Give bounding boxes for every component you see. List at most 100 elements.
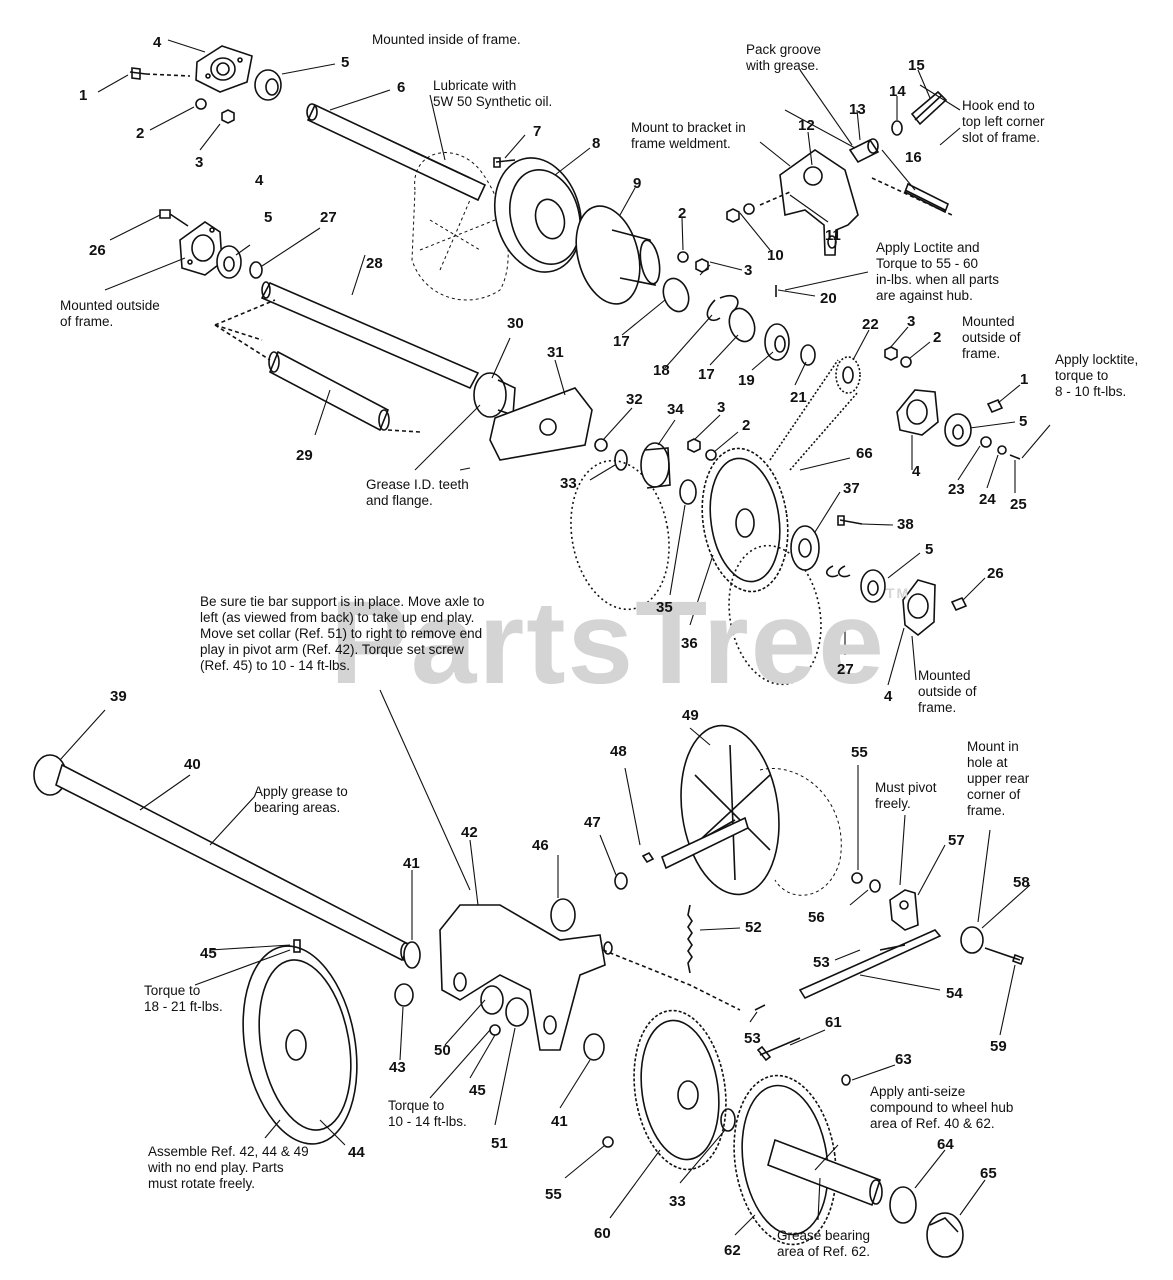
callout-43: 43 — [389, 1059, 406, 1076]
callout-59: 59 — [990, 1038, 1007, 1055]
callout-5: 5 — [341, 54, 350, 71]
bearing-flange-lower — [902, 579, 936, 637]
callout-50: 50 — [434, 1042, 451, 1059]
bushing-43 — [394, 983, 414, 1007]
callout-65: 65 — [980, 1165, 997, 1182]
washer-50 — [480, 985, 504, 1015]
bearing-5c — [944, 413, 972, 447]
callout-23: 23 — [948, 481, 965, 498]
callout-40: 40 — [184, 756, 201, 773]
callout-56: 56 — [808, 909, 825, 926]
washer-2d — [705, 449, 717, 461]
callout-5d: 5 — [925, 541, 934, 558]
watermark: PartsTreeTM — [330, 575, 910, 711]
callout-8: 8 — [592, 135, 601, 152]
callout-29: 29 — [296, 447, 313, 464]
callout-6: 6 — [397, 79, 406, 96]
washer-23 — [980, 436, 992, 448]
callout-46: 46 — [532, 837, 549, 854]
note-mounted-inside: Mounted inside of frame. — [372, 32, 521, 47]
callout-31: 31 — [547, 344, 564, 361]
callout-21: 21 — [790, 389, 807, 406]
callout-30: 30 — [507, 315, 524, 332]
bearing-5b — [216, 245, 242, 279]
nut-3c — [884, 346, 898, 361]
nut-3b — [695, 258, 709, 273]
rod-54 — [798, 929, 942, 1000]
callout-44: 44 — [348, 1144, 365, 1161]
callout-36: 36 — [681, 635, 698, 652]
nut-10 — [726, 208, 740, 223]
callout-48: 48 — [610, 743, 627, 760]
key-48 — [641, 851, 655, 864]
bearing-flange-left — [179, 221, 223, 276]
pinion-34 — [640, 442, 671, 489]
callout-60: 60 — [594, 1225, 611, 1242]
bearing-5d — [860, 569, 886, 603]
washer-2b — [677, 251, 689, 263]
spring-52 — [687, 904, 693, 974]
callout-57: 57 — [948, 832, 965, 849]
washer-2c — [900, 356, 912, 368]
collar-51 — [505, 997, 529, 1027]
callout-15: 15 — [908, 57, 925, 74]
washer-33a — [614, 449, 628, 471]
ring-32 — [594, 438, 608, 452]
callout-5b: 5 — [264, 209, 273, 226]
callout-4d: 4 — [884, 688, 893, 705]
washer-47 — [614, 872, 628, 890]
shaft-28 — [260, 281, 480, 390]
bushing-41a — [403, 941, 421, 969]
callout-1: 1 — [79, 87, 88, 104]
spacer-35 — [679, 479, 697, 505]
callout-25: 25 — [1010, 496, 1027, 513]
callout-3: 3 — [195, 154, 204, 171]
callout-18: 18 — [653, 362, 670, 379]
setscrew-45b — [489, 1024, 501, 1036]
callout-53: 53 — [813, 954, 830, 971]
callout-2b: 2 — [678, 205, 687, 222]
callout-49: 49 — [682, 707, 699, 724]
callout-13: 13 — [849, 101, 866, 118]
callout-20: 20 — [820, 290, 837, 307]
callout-35: 35 — [656, 599, 673, 616]
callout-24: 24 — [979, 491, 996, 508]
spring-washer — [825, 565, 851, 578]
callout-27b: 27 — [837, 661, 854, 678]
gear-27 — [728, 544, 822, 686]
callout-26: 26 — [89, 242, 106, 259]
cap-65 — [926, 1212, 964, 1258]
sprocket-22 — [835, 356, 861, 394]
chain-66 — [769, 359, 859, 471]
bolt-38 — [837, 515, 863, 526]
callout-53b: 53 — [744, 1030, 761, 1047]
bearing-flange-top — [195, 45, 253, 93]
callout-45: 45 — [200, 945, 217, 962]
washer-17a — [662, 277, 690, 313]
washer-2-top — [195, 98, 207, 110]
clip-18 — [706, 295, 739, 322]
bolt-1-top — [129, 67, 147, 80]
callout-62: 62 — [724, 1242, 741, 1259]
callout-12: 12 — [798, 117, 815, 134]
callout-10: 10 — [767, 247, 784, 264]
callout-19: 19 — [738, 372, 755, 389]
sleeve-13 — [848, 138, 880, 164]
pin-53b — [754, 1004, 766, 1011]
nut-55b — [602, 1136, 614, 1148]
callout-54: 54 — [946, 985, 963, 1002]
pulley-8 — [493, 157, 583, 273]
axle-40 — [33, 754, 412, 962]
callout-33: 33 — [560, 475, 577, 492]
callout-41: 41 — [403, 855, 420, 872]
